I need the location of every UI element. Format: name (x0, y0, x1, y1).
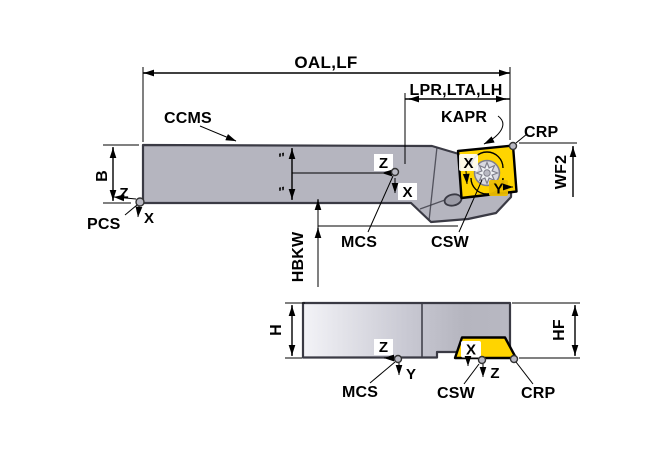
side-view: X Y OAL,LF LPR,LTA,LH CCMS KAPR CRP WF2 (87, 53, 577, 287)
axis-box (459, 154, 478, 171)
dim-h-label: H (268, 324, 285, 336)
label-mcs: MCS (341, 234, 377, 251)
mcs-leader (367, 175, 394, 233)
label-kapr: KAPR (441, 109, 487, 126)
axis-box (398, 183, 417, 200)
pcs-leader (124, 204, 138, 216)
crp-leader (515, 361, 534, 385)
mcs-axis-x-label: X (402, 184, 412, 201)
equal-mark: ″ (277, 184, 286, 200)
label-csw: CSW (431, 234, 470, 251)
axis-box (374, 154, 393, 171)
mcs-leader (369, 361, 396, 384)
mcs-axis-z-label: Z (379, 339, 388, 356)
dim-hbkw-label: HBKW (290, 231, 307, 282)
label-crp: CRP (521, 385, 556, 402)
clamp-screw-icon (473, 159, 501, 187)
pcs-axis-z-label: Z (119, 185, 128, 202)
label-pcs: PCS (87, 216, 121, 233)
dim-wf2-label: WF2 (553, 155, 570, 189)
csw-axis-z-label: Z (490, 365, 499, 382)
dim-lpr-label: LPR,LTA,LH (410, 82, 503, 99)
label-csw: CSW (437, 385, 476, 402)
csw-point (477, 355, 487, 365)
kapr-leader (483, 115, 504, 145)
mcs-axis-z-label: Z (379, 155, 388, 172)
dim-oal-label: OAL,LF (294, 53, 357, 72)
crp-point (509, 354, 519, 364)
head-internal-edge (428, 146, 438, 222)
insert-x-axis-arrow (462, 170, 470, 185)
csw-leader (463, 363, 480, 385)
csw-leader (458, 179, 483, 233)
csw-axis-x-label: X (466, 342, 476, 359)
insert-axis-x-label: X (463, 155, 473, 172)
label-crp: CRP (524, 124, 559, 141)
pcs-x-axis-arrow (135, 205, 143, 218)
insert-axis-y-label: Y (493, 181, 503, 198)
label-mcs: MCS (342, 384, 378, 401)
label-ccms: CCMS (164, 110, 212, 127)
pcs-axis-x-label: X (144, 210, 154, 227)
equal-mark: ″ (277, 150, 286, 166)
pcs-point (135, 197, 145, 207)
dim-b-label: B (94, 170, 111, 182)
axis-box (461, 341, 481, 358)
mcs-point (393, 354, 403, 364)
top-view: X Z Z Y MCS CSW CRP H HF (268, 301, 580, 402)
mcs-point (390, 167, 400, 177)
crp-leader (515, 133, 528, 144)
pcs-z-axis-arrow (113, 194, 137, 202)
tool-body-side (141, 143, 514, 224)
ccms-leader (199, 125, 237, 142)
dim-hf-label: HF (551, 319, 568, 341)
mcs-axis-y-label: Y (406, 366, 416, 383)
axis-box (374, 339, 393, 355)
crp-point (508, 141, 518, 151)
